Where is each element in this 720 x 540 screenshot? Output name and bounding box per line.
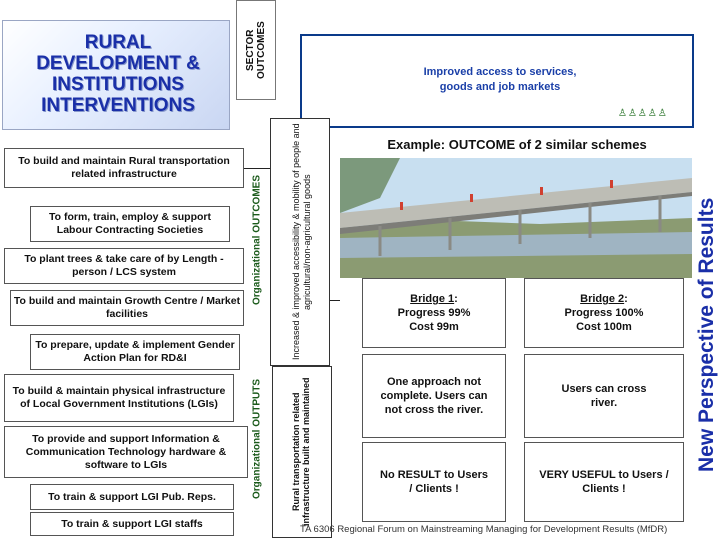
intervention-item: To build and maintain Growth Centre / Ma… (10, 290, 244, 326)
bridge2-name: Bridge 2 (580, 293, 625, 305)
intervention-item: To prepare, update & implement Gender Ac… (30, 334, 240, 370)
sector-outcomes-label: SECTOR OUTCOMES (245, 21, 267, 79)
outcome-statement-box (270, 118, 330, 366)
result-statement: Improved access to services, goods and j… (423, 66, 577, 93)
intervention-item: To build & maintain physical infrastruct… (4, 374, 234, 422)
people-icons: ♙♙♙♙♙ (618, 108, 668, 119)
bridge1-progress: Progress 99% (397, 307, 471, 319)
title-line-1: RURAL (84, 32, 152, 53)
bridge1-status: One approach not complete. Users can not… (362, 354, 506, 438)
sector-outcomes-box (236, 0, 276, 100)
bridge1-result: No RESULT to Users / Clients ! (362, 442, 506, 522)
bridge1-summary: Bridge 1: Progress 99% Cost 99m (362, 278, 506, 348)
intervention-item: To build and maintain Rural transportati… (4, 148, 244, 188)
footer-text: TA 6306 Regional Forum on Mainstreaming … (300, 524, 668, 535)
org-outputs-label: Organizational OUTPUTS (251, 379, 263, 500)
bridge2-progress: Progress 100% (564, 307, 644, 319)
bridge2-status: Users can cross river. (524, 354, 684, 438)
title-panel (2, 20, 230, 130)
title-line-4: INTERVENTIONS (41, 95, 195, 116)
intervention-item: To provide and support Information & Com… (4, 426, 248, 478)
intervention-item: To form, train, employ & support Labour … (30, 206, 230, 242)
connector-line (330, 300, 340, 301)
connector-line (244, 168, 270, 169)
example-title: Example: OUTCOME of 2 similar schemes (387, 137, 647, 152)
bridge1-cost: Cost 99m (409, 321, 459, 333)
bridge2-summary: Bridge 2: Progress 100% Cost 100m (524, 278, 684, 348)
slide-title: RURAL DEVELOPMENT & INSTITUTIONS INTERVE… (8, 32, 228, 116)
bridge-illustration (340, 158, 692, 278)
org-outcomes-label: Organizational OUTCOMES (251, 175, 263, 306)
intervention-item: To train & support LGI staffs (30, 512, 234, 536)
bridge2-result: VERY USEFUL to Users / Clients ! (524, 442, 684, 522)
bridge1-name: Bridge 1 (410, 293, 455, 305)
intervention-item: To plant trees & take care of by Length … (4, 248, 244, 284)
title-line-2: DEVELOPMENT & (36, 53, 200, 74)
title-line-3: INSTITUTIONS (52, 74, 184, 95)
result-frame (300, 34, 694, 128)
output-statement: Rural transportation related infrastruct… (291, 377, 311, 527)
bridge2-cost: Cost 100m (576, 321, 632, 333)
bridge-photo (340, 158, 692, 278)
intervention-item: To train & support LGI Pub. Reps. (30, 484, 234, 510)
output-statement-box (272, 366, 332, 538)
new-perspective-label: New Perspective of Results (694, 130, 720, 540)
outcome-statement: Increased & improved accessibility & mob… (291, 123, 312, 361)
